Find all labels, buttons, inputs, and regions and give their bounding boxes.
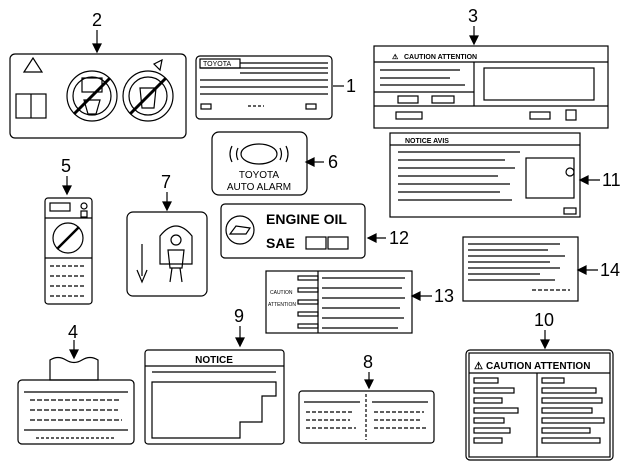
callout-4-arrowhead <box>69 349 79 360</box>
callout-10: 10 <box>534 310 554 330</box>
label-13-attention: ATTENTION <box>268 302 296 308</box>
callout-2-arrowhead <box>92 43 102 54</box>
callout-2: 2 <box>92 10 102 30</box>
label-9-heading: NOTICE <box>195 355 233 366</box>
callout-5: 5 <box>61 156 71 176</box>
label-11-notice-avis <box>389 132 581 218</box>
label-2-pictogram-panel <box>9 53 187 139</box>
label-13-caution-attention <box>265 270 413 334</box>
label-9-notice <box>144 349 285 445</box>
label-10-caution-attention <box>465 349 614 461</box>
callout-11-arrowhead <box>578 175 589 185</box>
engine-oil-text: ENGINE OIL <box>266 211 347 227</box>
callout-13: 13 <box>434 286 454 306</box>
label-6-auto-alarm <box>211 131 308 196</box>
callout-8: 8 <box>363 352 373 372</box>
label-3-heading: CAUTION ATTENTION <box>404 54 477 61</box>
alarm-line-1: TOYOTA <box>239 170 280 181</box>
label-10-warning-symbol: ⚠ <box>474 361 483 372</box>
label-11-heading: NOTICE AVIS <box>405 138 449 145</box>
callout-14: 14 <box>600 260 620 280</box>
label-3-caution-attention <box>373 45 609 129</box>
callout-12-arrowhead <box>366 233 377 243</box>
callout-6-arrowhead <box>304 157 315 167</box>
toyota-plate-text: TOYOTA <box>203 61 231 68</box>
sae-text: SAE <box>266 235 295 251</box>
callout-10-arrowhead <box>540 339 550 350</box>
alarm-line-2: AUTO ALARM <box>227 182 291 193</box>
label-14-text-panel <box>462 236 579 302</box>
callout-13-arrowhead <box>410 291 421 301</box>
label-13-caution: CAUTION <box>270 290 293 296</box>
callout-3-arrowhead <box>469 35 479 46</box>
label-12-engine-oil <box>220 203 366 259</box>
label-5-vertical <box>44 197 93 305</box>
callout-7: 7 <box>161 172 171 192</box>
label-3-warning-symbol: ⚠ <box>392 53 399 61</box>
callout-3: 3 <box>468 6 478 26</box>
label-10-heading: CAUTION ATTENTION <box>486 361 590 372</box>
callout-5-arrowhead <box>62 185 72 196</box>
callout-9: 9 <box>234 306 244 326</box>
callout-9-arrowhead <box>235 337 245 348</box>
callout-4: 4 <box>68 322 78 342</box>
callout-6: 6 <box>328 152 338 172</box>
callout-8-arrowhead <box>364 379 374 390</box>
callout-1: 1 <box>346 76 356 96</box>
label-8-two-column <box>298 390 435 444</box>
label-7-child-seat <box>126 211 208 297</box>
callout-11: 11 <box>602 170 621 190</box>
callout-12: 12 <box>389 228 409 248</box>
label-1-info-plate <box>195 55 333 120</box>
callout-14-arrowhead <box>576 265 587 275</box>
label-4-text-panel <box>17 356 135 445</box>
callout-7-arrowhead <box>162 201 172 212</box>
